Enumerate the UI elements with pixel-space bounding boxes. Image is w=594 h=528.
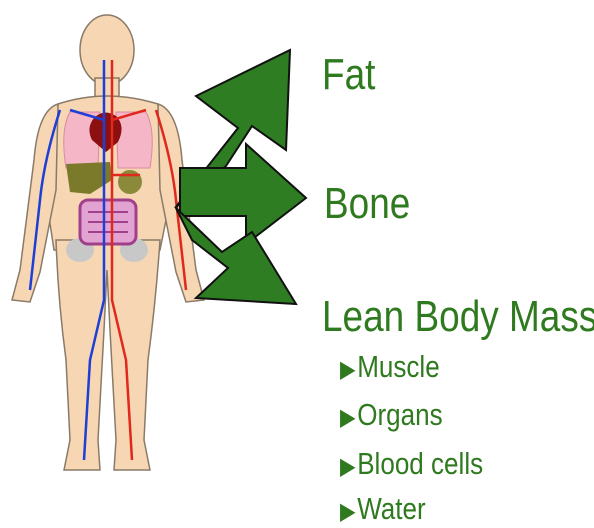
lean-body-mass-label: Lean Body Mass <box>322 295 594 339</box>
fat-label: Fat <box>322 53 375 97</box>
lean-component-label: Blood cells <box>357 446 483 481</box>
stomach <box>118 170 142 194</box>
lean-component-item: ▶Water <box>340 493 426 528</box>
lean-component-label: Organs <box>357 397 442 432</box>
lean-component-item: ▶Blood cells <box>340 448 483 483</box>
bullet-triangle-icon: ▶ <box>340 453 356 480</box>
human-body-figure <box>12 15 204 470</box>
lean-component-item: ▶Organs <box>340 399 443 434</box>
lean-component-item: ▶Muscle <box>340 351 440 386</box>
lean-component-label: Water <box>357 491 425 526</box>
bullet-triangle-icon: ▶ <box>340 356 356 383</box>
bullet-triangle-icon: ▶ <box>340 498 356 525</box>
bullet-triangle-icon: ▶ <box>340 404 356 431</box>
lean-component-label: Muscle <box>357 349 439 384</box>
bone-label: Bone <box>324 182 410 226</box>
intestines <box>80 200 136 244</box>
